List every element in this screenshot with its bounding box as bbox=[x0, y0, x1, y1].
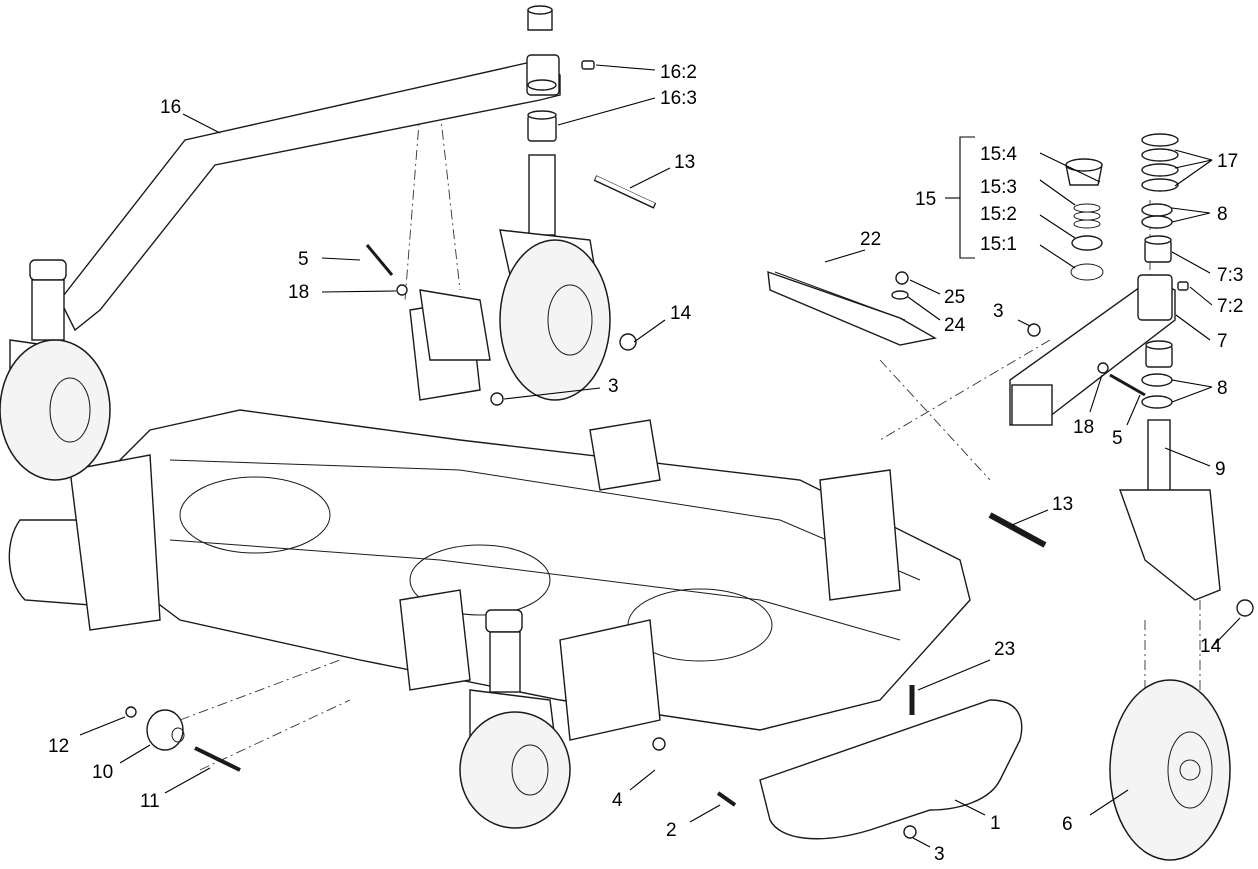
callout-1: 1 bbox=[990, 813, 1001, 834]
callout-14-top: 14 bbox=[670, 303, 692, 324]
callout-6: 6 bbox=[1062, 814, 1073, 835]
washers-8-top bbox=[1141, 203, 1173, 229]
knob-15-4 bbox=[1065, 158, 1103, 186]
spring-stack-17 bbox=[1141, 133, 1179, 192]
bushing-16-3 bbox=[527, 110, 557, 142]
bolt-5-right bbox=[1109, 373, 1146, 397]
callout-3-upper: 3 bbox=[993, 301, 1004, 322]
roller-10 bbox=[146, 709, 185, 751]
callout-15: 15 bbox=[915, 189, 936, 210]
bolt-5-left bbox=[365, 244, 394, 276]
callout-18-left: 18 bbox=[288, 282, 309, 303]
caster-fork-9 bbox=[1119, 419, 1221, 601]
flanged-bushing bbox=[527, 5, 553, 31]
locknut-14-right bbox=[1236, 599, 1254, 617]
callout-16-3: 16:3 bbox=[660, 88, 697, 109]
callout-24: 24 bbox=[944, 315, 966, 336]
callout-18-right: 18 bbox=[1073, 417, 1094, 438]
callout-13-right: 13 bbox=[1052, 494, 1073, 515]
callout-3-bottom: 3 bbox=[934, 844, 945, 865]
washers-8-bottom bbox=[1141, 373, 1173, 409]
caster-arm-16 bbox=[59, 54, 561, 332]
cup-15-2 bbox=[1071, 235, 1103, 251]
callout-15-2: 15:2 bbox=[980, 204, 1017, 225]
bolt-13-right bbox=[988, 512, 1047, 548]
mower-deck bbox=[8, 289, 1023, 840]
bushing-7-3 bbox=[1144, 235, 1172, 263]
grease-fitting-16-2 bbox=[581, 60, 595, 70]
callout-15-3: 15:3 bbox=[980, 177, 1017, 198]
bolt-4 bbox=[652, 737, 666, 751]
nut-25 bbox=[895, 271, 909, 285]
bolt-11 bbox=[194, 746, 241, 772]
callout-17: 17 bbox=[1217, 151, 1238, 172]
callout-7: 7 bbox=[1217, 331, 1228, 352]
bolt-2 bbox=[716, 791, 737, 807]
ring-15-1 bbox=[1070, 263, 1104, 281]
locknut-3-bottom bbox=[903, 825, 917, 839]
callout-25: 25 bbox=[944, 287, 965, 308]
axle-bolt-13-top bbox=[593, 175, 657, 209]
callout-8-top: 8 bbox=[1217, 204, 1228, 225]
callout-7-3: 7:3 bbox=[1217, 265, 1243, 286]
spring-15-3 bbox=[1073, 203, 1101, 229]
callout-2: 2 bbox=[666, 820, 677, 841]
grease-fitting-7-2 bbox=[1177, 281, 1189, 291]
callout-22: 22 bbox=[860, 229, 881, 250]
callout-12: 12 bbox=[48, 736, 69, 757]
callout-13-top: 13 bbox=[674, 152, 695, 173]
callout-3-mid: 3 bbox=[608, 376, 619, 397]
caster-wheel-center bbox=[459, 609, 571, 829]
caster-arm-7 bbox=[1009, 274, 1176, 426]
callout-16: 16 bbox=[160, 97, 181, 118]
callout-10: 10 bbox=[92, 762, 113, 783]
callout-15-4: 15:4 bbox=[980, 144, 1017, 165]
nut-12 bbox=[125, 706, 137, 718]
washer-18-right bbox=[1097, 362, 1109, 374]
callout-4: 4 bbox=[612, 790, 623, 811]
callout-15-1: 15:1 bbox=[980, 234, 1017, 255]
callout-16-2: 16:2 bbox=[660, 62, 697, 83]
bushing-lower bbox=[1145, 340, 1173, 368]
callout-7-2: 7:2 bbox=[1217, 296, 1243, 317]
locknut-14-top bbox=[619, 333, 637, 351]
locknut-3-left bbox=[490, 392, 504, 406]
callout-5-right: 5 bbox=[1112, 428, 1123, 449]
washer-18-left bbox=[396, 284, 408, 296]
callout-11: 11 bbox=[140, 791, 160, 812]
washer-24 bbox=[891, 290, 909, 300]
callout-labels: 16:2 16:3 16 13 15:4 15:3 15:2 15:1 15 1… bbox=[48, 62, 1243, 865]
caster-wheel-top bbox=[499, 154, 611, 401]
caster-wheel-6 bbox=[1109, 679, 1231, 861]
callout-5-left: 5 bbox=[298, 249, 309, 270]
locknut-3-right bbox=[1027, 323, 1041, 337]
callout-14-right: 14 bbox=[1200, 636, 1222, 657]
channel-22 bbox=[767, 270, 937, 346]
callout-8-bottom: 8 bbox=[1217, 378, 1228, 399]
caster-wheel-left bbox=[0, 259, 111, 481]
bushing-ring bbox=[527, 79, 557, 91]
callout-9: 9 bbox=[1215, 459, 1226, 480]
callout-23: 23 bbox=[994, 639, 1015, 660]
callout-leaders bbox=[79, 64, 1241, 848]
